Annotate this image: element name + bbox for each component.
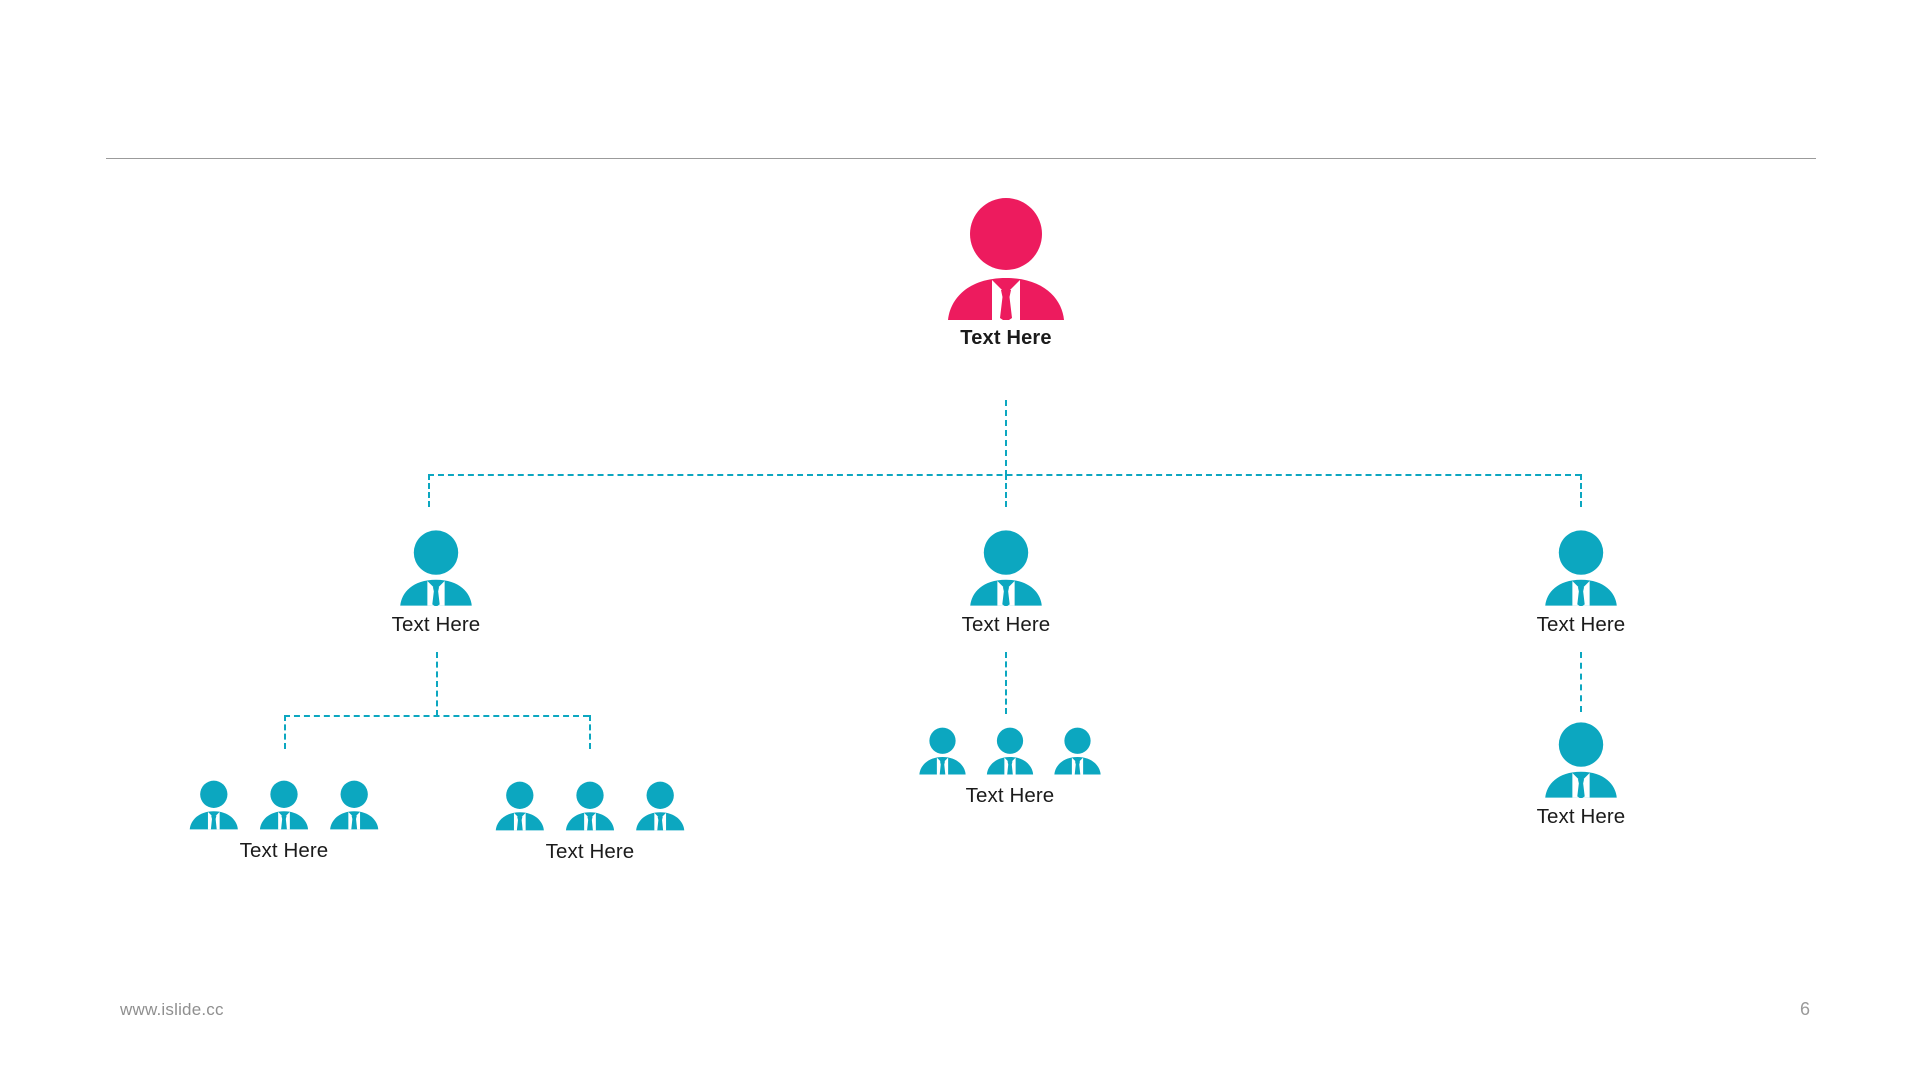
org-node-label: Text Here [965, 784, 1055, 807]
level3-3-icon-row [915, 727, 1105, 777]
connector-trunk-to-node3 [1580, 474, 1582, 507]
footer-url[interactable]: www.islide.cc [120, 1000, 224, 1019]
person-group-icon [495, 781, 685, 831]
header-divider [106, 158, 1816, 159]
org-node-label: Text Here [961, 613, 1051, 636]
root-icon-row [946, 198, 1066, 320]
level3-2-icon-row [492, 781, 688, 833]
person-icon [1545, 530, 1617, 606]
person-icon [1545, 722, 1617, 798]
org-node-root[interactable]: Text Here [906, 198, 1106, 350]
level3-4-icon-row [1544, 722, 1618, 798]
connector-node1-to-group1 [284, 715, 286, 749]
person-group-icon [189, 780, 379, 830]
connector-trunk-to-node2 [1005, 474, 1007, 507]
org-node-label: Text Here [1536, 805, 1626, 828]
org-node-level2-2[interactable]: Text Here [933, 530, 1079, 637]
org-node-label: Text Here [239, 839, 329, 862]
level2-1-icon-row [399, 530, 473, 606]
org-node-label: Text Here [391, 613, 481, 636]
connector-node2-stem [1005, 652, 1007, 714]
org-node-label: Text Here [960, 327, 1052, 349]
connector-main-trunk [428, 474, 1581, 476]
connector-node1-branch [284, 715, 589, 717]
person-group-icon [919, 727, 1101, 775]
connector-root-stem [1005, 400, 1007, 476]
person-icon [948, 198, 1064, 320]
connector-trunk-to-node1 [428, 474, 430, 507]
org-node-level3-3[interactable]: Text Here [910, 727, 1110, 808]
level2-3-icon-row [1544, 530, 1618, 606]
org-node-level3-4[interactable]: Text Here [1508, 722, 1654, 829]
org-node-level2-3[interactable]: Text Here [1508, 530, 1654, 637]
org-node-level3-2[interactable]: Text Here [490, 781, 690, 864]
connector-node1-stem [436, 652, 438, 716]
org-node-label: Text Here [545, 840, 635, 863]
connector-node3-stem [1580, 652, 1582, 712]
org-node-level3-1[interactable]: Text Here [184, 780, 384, 863]
org-node-label: Text Here [1536, 613, 1626, 636]
level2-2-icon-row [969, 530, 1043, 606]
level3-1-icon-row [186, 780, 382, 832]
person-icon [970, 530, 1042, 606]
org-node-level2-1[interactable]: Text Here [363, 530, 509, 637]
connector-node1-to-group2 [589, 715, 591, 749]
page-number: 6 [1800, 999, 1811, 1019]
person-icon [400, 530, 472, 606]
